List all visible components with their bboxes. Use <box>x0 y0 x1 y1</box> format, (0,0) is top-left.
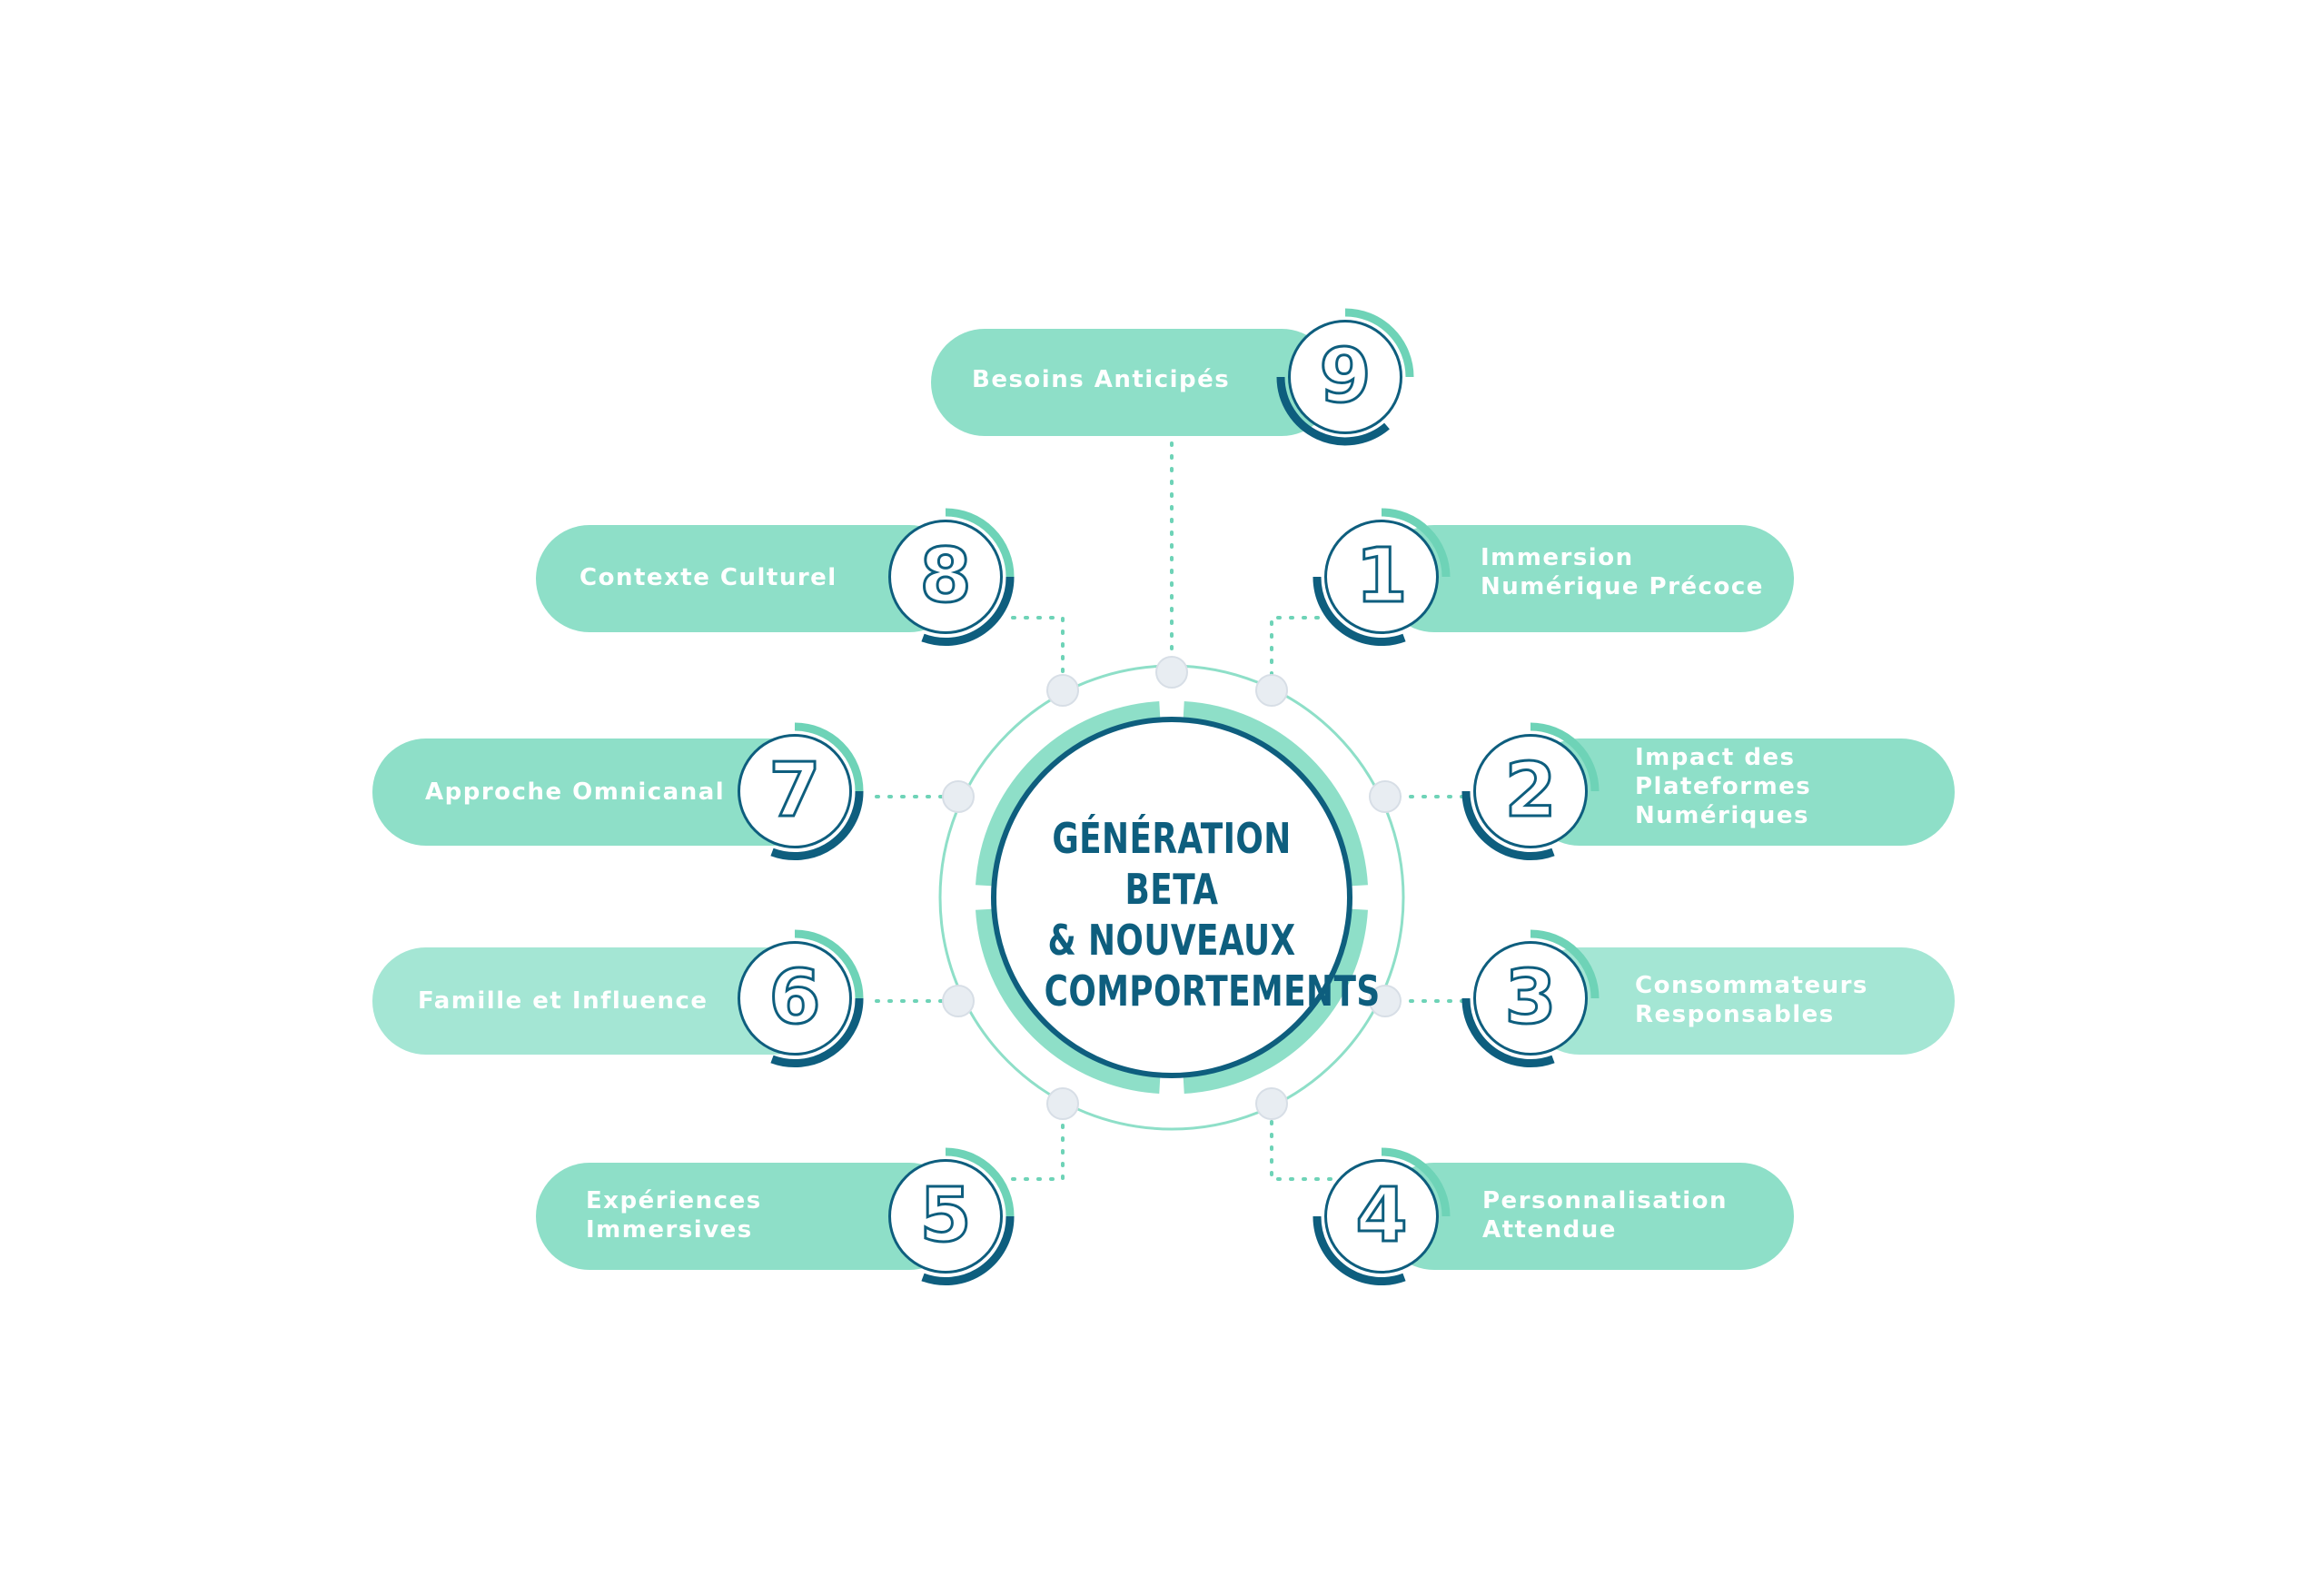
ring-dot <box>1255 1087 1288 1120</box>
item-9-label: Besoins Anticipés <box>972 366 1231 393</box>
item-4-pill: Personnalisation Attendue <box>1381 1163 1794 1270</box>
ring-dots <box>942 656 1402 1120</box>
item-5-pill: Expériences Immersives <box>536 1163 963 1270</box>
number-circle <box>738 941 852 1056</box>
item-2-pill: Impact des Plateformes Numériques <box>1526 739 1955 846</box>
inner-ring <box>991 717 1352 1078</box>
item-4-label: Personnalisation Attendue <box>1482 1187 1728 1244</box>
item-1-number: 1 <box>1354 532 1409 621</box>
number-circle <box>1473 941 1588 1056</box>
item-3-number: 3 <box>1503 954 1558 1043</box>
ring-dot <box>1046 1087 1079 1120</box>
ring-dot <box>942 780 975 813</box>
item-7-number: 7 <box>768 747 822 836</box>
item-4-badge: 4 <box>1313 1147 1451 1286</box>
item-9-pill: Besoins Anticipés <box>931 329 1335 436</box>
ring-dot <box>1255 674 1288 707</box>
item-3-badge: 3 <box>1461 929 1600 1068</box>
item-9-number: 9 <box>1318 332 1372 421</box>
item-3-pill: Consommateurs Responsables <box>1526 947 1955 1055</box>
item-1-badge: 1 <box>1313 508 1451 647</box>
item-4-number: 4 <box>1354 1172 1409 1261</box>
item-2-number: 2 <box>1503 747 1558 836</box>
number-circle <box>738 734 852 848</box>
number-circle <box>1324 520 1439 634</box>
number-circle <box>888 1159 1003 1274</box>
item-6-label: Famille et Influence <box>418 987 708 1015</box>
ring-dot <box>942 985 975 1017</box>
number-circle <box>1324 1159 1439 1274</box>
ring-dot <box>1046 674 1079 707</box>
ring-dot <box>1369 780 1402 813</box>
item-6-badge: 6 <box>738 929 864 1068</box>
item-1-pill: Immersion Numérique Précoce <box>1381 525 1794 632</box>
item-7-label: Approche Omnicanal <box>425 778 726 806</box>
item-8-number: 8 <box>918 532 973 621</box>
item-8-label: Contexte Culturel <box>580 564 837 591</box>
item-9-badge: 9 <box>1276 308 1414 446</box>
item-8-badge: 8 <box>888 508 1015 647</box>
diagram-title: GÉNÉRATION BETA & NOUVEAUX COMPORTEMENTS <box>1044 814 1381 1016</box>
ring-dot <box>1155 656 1188 689</box>
connector-8 <box>1011 616 1065 692</box>
item-2-label: Impact des Plateformes Numériques <box>1635 744 1812 829</box>
number-circle <box>888 520 1003 634</box>
item-5-badge: 5 <box>888 1147 1015 1286</box>
number-circle <box>1473 734 1588 848</box>
item-5-number: 5 <box>918 1172 973 1261</box>
item-5-label: Expériences Immersives <box>586 1187 762 1244</box>
ring-dot <box>1369 985 1402 1017</box>
item-1-label: Immersion Numérique Précoce <box>1481 544 1764 600</box>
item-3-label: Consommateurs Responsables <box>1635 972 1868 1028</box>
segmented-ring <box>976 701 1368 1094</box>
number-circle <box>1288 320 1402 434</box>
item-6-number: 6 <box>768 954 822 1043</box>
item-7-badge: 7 <box>738 722 864 861</box>
item-8-pill: Contexte Culturel <box>536 525 963 632</box>
connector-5 <box>1011 1102 1065 1181</box>
item-2-badge: 2 <box>1461 722 1600 861</box>
